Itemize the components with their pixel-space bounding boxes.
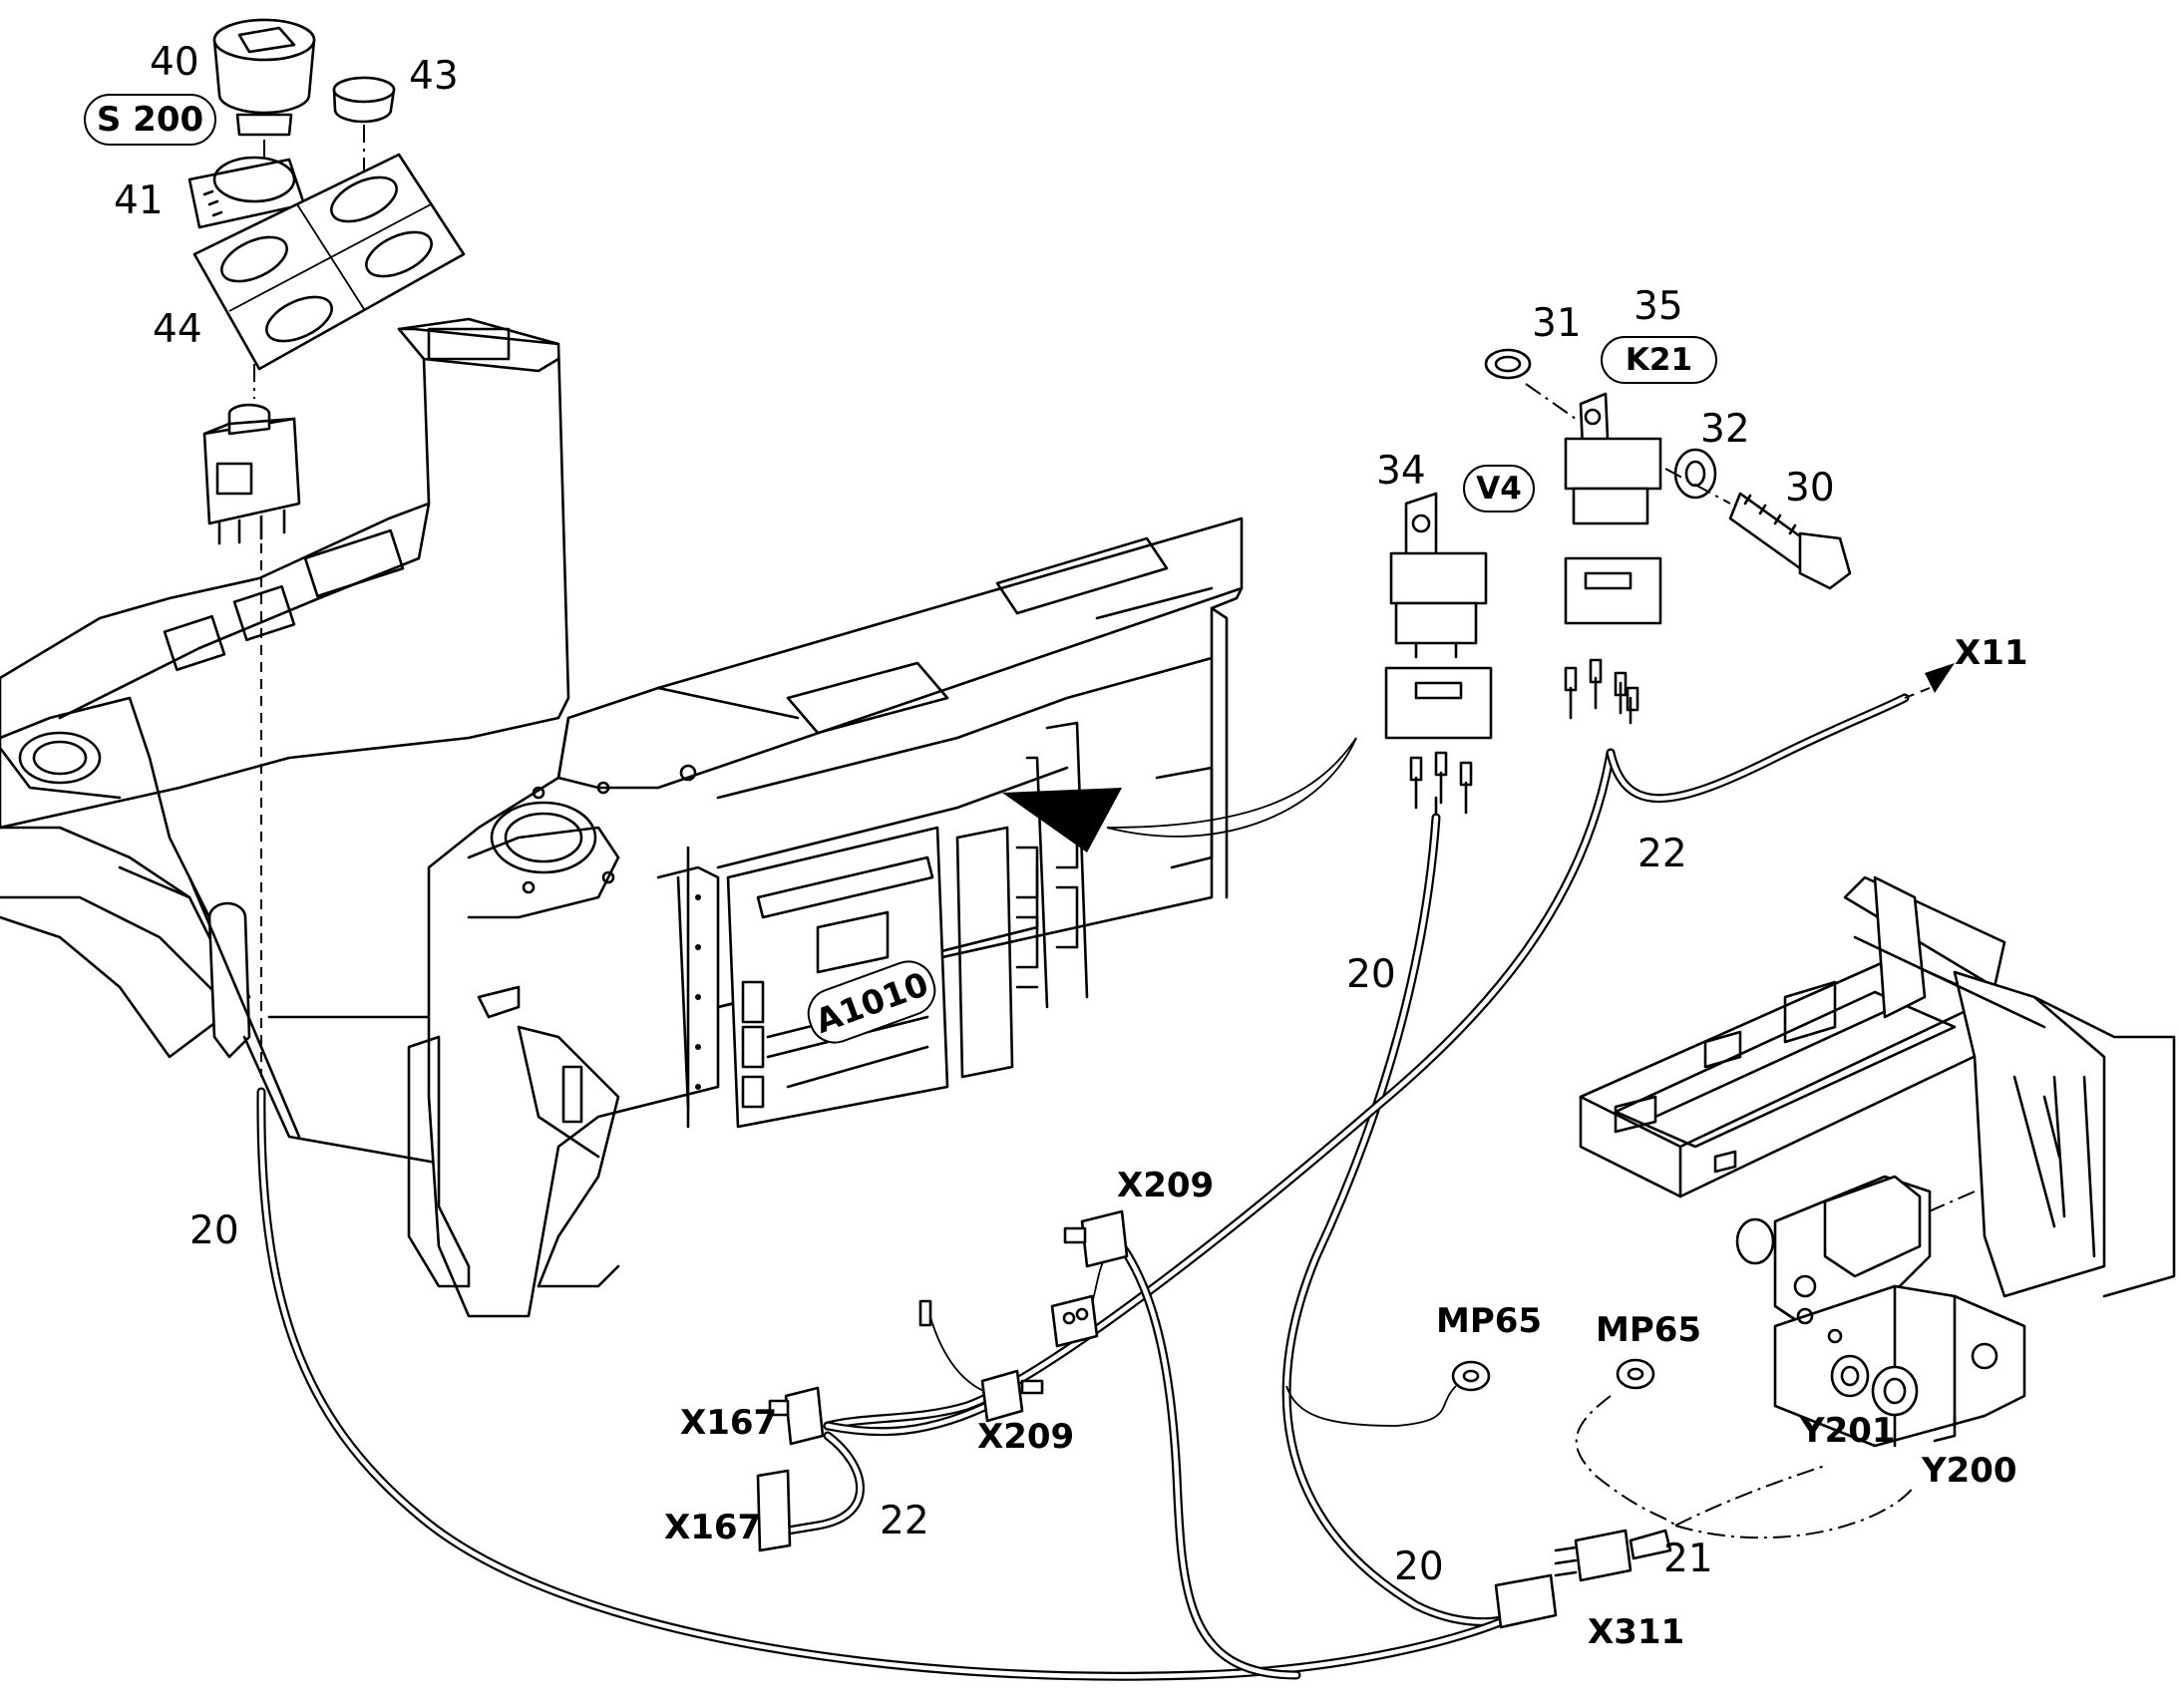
relay-k21 — [1484, 348, 1852, 725]
cable-label-20-left: 20 — [189, 1208, 239, 1253]
connector-label-y200: Y200 — [1922, 1451, 2017, 1491]
connector-label-y201: Y201 — [1800, 1411, 1896, 1451]
cable-label-22-upper: 22 — [1637, 832, 1687, 876]
part-label-30: 30 — [1785, 466, 1835, 511]
part-label-35: 35 — [1634, 284, 1683, 329]
cable-label-20-bottom: 20 — [1394, 1544, 1444, 1589]
connector-label-x209-top: X209 — [1117, 1166, 1215, 1205]
dashboard-console — [0, 317, 570, 1189]
connectors-drawn — [756, 1209, 1672, 1629]
cable-harness — [187, 663, 1955, 1681]
part-label-44: 44 — [153, 307, 202, 352]
part-label-32: 32 — [1700, 407, 1750, 452]
part-label-34: 34 — [1376, 449, 1426, 494]
cable-label-21: 21 — [1663, 1537, 1713, 1581]
part-label-43: 43 — [409, 54, 459, 99]
part-label-41: 41 — [114, 178, 164, 223]
connector-label-mp65-right: MP65 — [1596, 1310, 1702, 1350]
connector-label-x11: X11 — [1955, 633, 2028, 673]
part-label-40: 40 — [150, 40, 199, 85]
machine-frame — [1579, 875, 2176, 1448]
v4-badge: V4 — [1463, 465, 1535, 512]
cable-label-22-lower: 22 — [880, 1499, 929, 1543]
connector-label-x209-mid: X209 — [977, 1417, 1075, 1457]
k21-badge: K21 — [1601, 336, 1717, 384]
switch-assembly — [187, 18, 466, 1077]
connector-label-x167-upper: X167 — [680, 1403, 778, 1443]
cable-label-20-center: 20 — [1346, 952, 1396, 997]
connector-label-x311: X311 — [1588, 1612, 1685, 1652]
part-label-31: 31 — [1532, 301, 1582, 346]
relay-v4 — [1384, 492, 1493, 820]
s200-badge: S 200 — [84, 94, 216, 146]
connector-label-mp65-left: MP65 — [1436, 1301, 1543, 1341]
connector-label-x167-lower: X167 — [664, 1508, 762, 1547]
control-housing — [407, 516, 1357, 1318]
